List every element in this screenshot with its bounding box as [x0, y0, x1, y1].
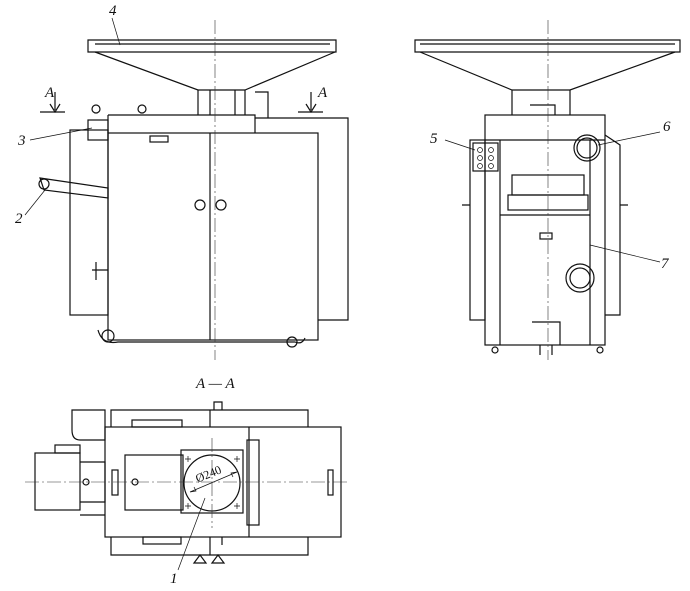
section-view — [25, 401, 348, 571]
label-part-3: 3 — [18, 133, 26, 149]
label-section-mark-left: A — [45, 85, 55, 101]
label-part-4: 4 — [109, 3, 117, 19]
label-part-6: 6 — [663, 119, 671, 135]
label-part-2: 2 — [15, 211, 23, 227]
label-part-1: 1 — [170, 571, 178, 587]
front-view — [24, 17, 349, 360]
label-part-7: 7 — [661, 256, 669, 272]
side-view — [414, 20, 681, 360]
label-section-mark-right: A — [318, 85, 328, 101]
label-part-5: 5 — [430, 131, 438, 147]
section-title: A — A — [196, 376, 235, 392]
